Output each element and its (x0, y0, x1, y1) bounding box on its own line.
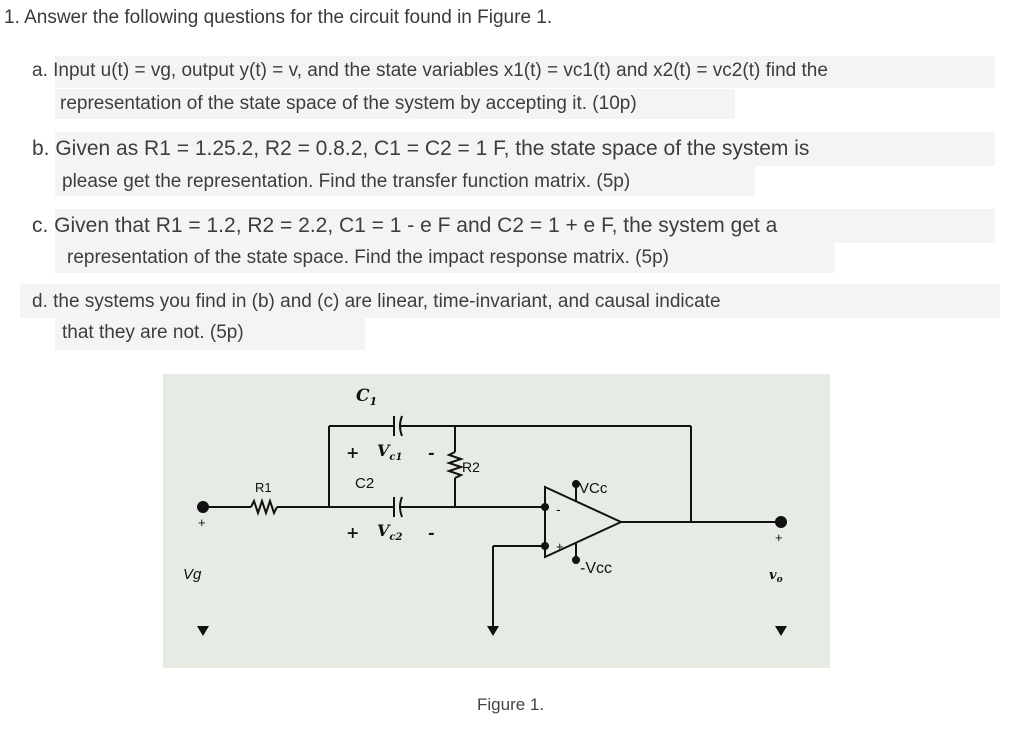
circuit-figure: C1 + Vc1 - R2 C2 R1 + Vc2 - VCc -Vcc - +… (163, 374, 830, 668)
input-terminal (197, 501, 209, 513)
op-amp-minus: - (556, 501, 561, 517)
vc1-plus: + (346, 443, 359, 462)
highlight-band (20, 284, 1000, 318)
vcc-neg-label: -Vcc (580, 560, 612, 577)
highlight-band (55, 209, 995, 243)
ground-arrow-icon (487, 626, 499, 636)
highlight-band (55, 166, 755, 196)
vcc-dot (572, 480, 580, 488)
r2-label: R2 (462, 459, 480, 475)
minus-input-dot (541, 503, 549, 511)
vc1-label: Vc1 (377, 441, 402, 463)
part-c-line-2: representation of the state space. Find … (67, 247, 669, 268)
part-b-line-2: please get the representation. Find the … (62, 171, 631, 192)
part-c-line-1: c. Given that R1 = 1.2, R2 = 2.2, C1 = 1… (32, 214, 778, 237)
part-b-line-1: b. Given as R1 = 1.25.2, R2 = 0.8.2, C1 … (32, 137, 810, 160)
vg-ground-arrow-icon (197, 626, 209, 636)
vc2-label: Vc2 (377, 521, 403, 543)
highlight-band (55, 318, 365, 350)
c2-plate-curved (399, 496, 403, 518)
circuit-diagram: C1 + Vc1 - R2 C2 R1 + Vc2 - VCc -Vcc - +… (183, 386, 787, 636)
vee-dot (572, 556, 580, 564)
figure-caption: Figure 1. (477, 695, 545, 714)
highlight-band (55, 243, 835, 273)
vg-label: Vg (183, 566, 202, 583)
part-a-line-1: a. Input u(t) = vg, output y(t) = v, and… (32, 60, 828, 81)
part-d-line-2: that they are not. (5p) (62, 322, 244, 343)
output-terminal (775, 516, 787, 528)
vg-plus: + (198, 515, 206, 530)
c2-label: C2 (355, 475, 374, 492)
op-amp-plus: + (556, 539, 564, 554)
part-d-line-1: d. the systems you find in (b) and (c) a… (32, 291, 721, 312)
vc2-minus: - (428, 523, 435, 542)
r1-resistor (250, 497, 278, 517)
part-a-line-2: representation of the state space of the… (60, 93, 637, 114)
vo-label: vo (769, 568, 783, 585)
vc1-minus: - (428, 443, 435, 462)
highlight-band (55, 89, 735, 119)
highlight-band (55, 132, 995, 166)
c1-plate-curved (399, 415, 403, 437)
op-amp (544, 485, 624, 559)
r2-resistor (445, 451, 465, 479)
vo-ground-arrow-icon (775, 626, 787, 636)
vcc-pos-label: VCc (579, 480, 608, 497)
question-title: 1. Answer the following questions for th… (4, 7, 553, 28)
c1-label: C1 (356, 386, 377, 408)
highlight-band (55, 56, 995, 88)
vo-plus: + (775, 530, 783, 545)
vc2-plus: + (346, 523, 359, 542)
r1-label: R1 (255, 480, 272, 495)
plus-input-dot (541, 542, 549, 550)
